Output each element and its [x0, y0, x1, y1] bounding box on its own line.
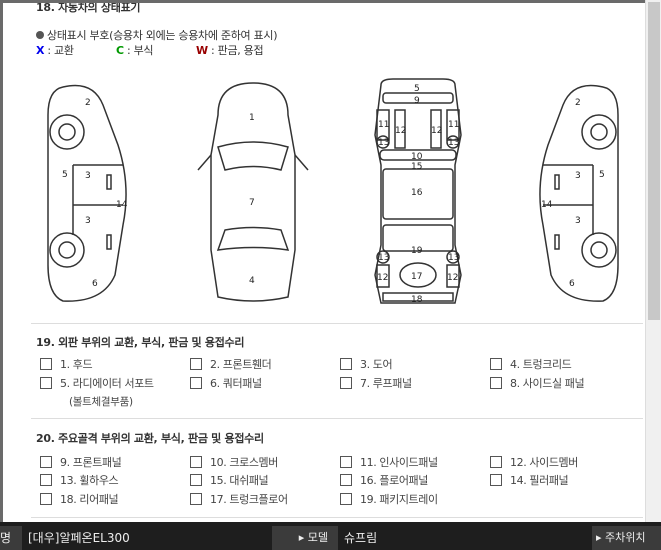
svg-text:10: 10 — [411, 152, 423, 162]
svg-text:16: 16 — [411, 188, 423, 198]
checkbox-trunk-floor[interactable]: 17. 트렁크플로어 — [190, 491, 288, 507]
code-x: X : 교환 — [36, 44, 74, 57]
section-18-title: 18. 자동차의 상태표기 — [36, 1, 141, 14]
divider — [31, 323, 643, 324]
svg-text:3: 3 — [85, 216, 91, 226]
svg-text:12: 12 — [431, 126, 442, 136]
code-c: C : 부식 — [116, 44, 154, 57]
model-label: ▸ 모델 — [272, 526, 338, 550]
checkbox-pillar-panel[interactable]: 14. 필러패널 — [490, 472, 569, 488]
divider — [31, 517, 643, 518]
checkbox-floor-panel[interactable]: 16. 플로어패널 — [340, 472, 428, 488]
svg-text:3: 3 — [85, 171, 91, 181]
top-view: 1 7 4 — [197, 82, 309, 302]
svg-text:13: 13 — [378, 138, 389, 148]
model-name-value: [대우]알페온EL300 — [28, 531, 130, 545]
svg-text:12: 12 — [377, 273, 388, 283]
checkbox-quarter-panel[interactable]: 6. 쿼터패널 — [190, 375, 262, 391]
parking-location-label: ▸ 주차위치 — [592, 526, 661, 550]
scrollbar-thumb[interactable] — [648, 2, 660, 320]
svg-text:18: 18 — [411, 295, 423, 305]
checkbox-rear-panel[interactable]: 18. 리어패널 — [40, 491, 119, 507]
section-20-title: 20. 주요골격 부위의 교환, 부식, 판금 및 용접수리 — [36, 432, 264, 445]
svg-text:5: 5 — [414, 84, 420, 94]
checkbox-side-sill-panel[interactable]: 8. 사이드실 패널 — [490, 375, 585, 391]
svg-text:2: 2 — [85, 98, 91, 108]
svg-text:14: 14 — [116, 200, 128, 210]
document-frame: 18. 자동차의 상태표기 상태표시 부호(승용차 외에는 승용차에 준하여 표… — [0, 0, 645, 522]
svg-text:11: 11 — [378, 120, 389, 130]
svg-text:2: 2 — [575, 98, 581, 108]
bolted-parts-note: (볼트체결부품) — [69, 396, 133, 408]
svg-text:14: 14 — [541, 200, 553, 210]
code-w: W : 판금, 용접 — [196, 44, 264, 57]
svg-text:6: 6 — [569, 279, 575, 289]
svg-text:9: 9 — [414, 96, 420, 106]
checkbox-door[interactable]: 3. 도어 — [340, 356, 393, 372]
checkbox-dash-panel[interactable]: 15. 대쉬패널 — [190, 472, 269, 488]
legend-note: 상태표시 부호(승용차 외에는 승용차에 준하여 표시) — [36, 27, 277, 43]
checkbox-front-fender[interactable]: 2. 프론트휀더 — [190, 356, 272, 372]
checkbox-package-tray[interactable]: 19. 패키지트레이 — [340, 491, 438, 507]
bullet-icon — [36, 31, 44, 39]
svg-text:1: 1 — [249, 113, 255, 123]
svg-text:5: 5 — [599, 170, 605, 180]
svg-text:5: 5 — [62, 170, 68, 180]
bottom-info-bar: 명 [대우]알페온EL300 ▸ 모델 슈프림 ▸ 주차위치 — [0, 522, 661, 550]
svg-text:13: 13 — [448, 138, 459, 148]
checkbox-trunk-lid[interactable]: 4. 트렁크리드 — [490, 356, 572, 372]
model-value: 슈프림 — [344, 531, 378, 545]
svg-text:13: 13 — [448, 253, 459, 263]
svg-text:3: 3 — [575, 171, 581, 181]
checkbox-cross-member[interactable]: 10. 크로스멤버 — [190, 454, 278, 470]
vertical-scrollbar[interactable] — [645, 0, 661, 522]
checkbox-radiator-support[interactable]: 5. 라디에이터 서포트 — [40, 375, 154, 391]
svg-text:7: 7 — [249, 198, 255, 208]
name-label: 명 — [0, 526, 22, 550]
checkbox-side-member[interactable]: 12. 사이드멤버 — [490, 454, 578, 470]
checkbox-inside-panel[interactable]: 11. 인사이드패널 — [340, 454, 438, 470]
svg-text:6: 6 — [92, 279, 98, 289]
section-19-title: 19. 외판 부위의 교환, 부식, 판금 및 용접수리 — [36, 336, 245, 349]
svg-text:11: 11 — [448, 120, 459, 130]
checkbox-roof-panel[interactable]: 7. 루프패널 — [340, 375, 412, 391]
svg-text:12: 12 — [447, 273, 458, 283]
svg-text:15: 15 — [411, 162, 422, 172]
svg-text:4: 4 — [249, 276, 255, 286]
checkbox-wheel-house[interactable]: 13. 휠하우스 — [40, 472, 119, 488]
checkbox-front-panel[interactable]: 9. 프론트패널 — [40, 454, 122, 470]
svg-text:17: 17 — [411, 272, 422, 282]
left-side-view: 2 5 3 3 14 6 — [47, 84, 128, 302]
svg-text:19: 19 — [411, 246, 423, 256]
svg-text:3: 3 — [575, 216, 581, 226]
checkbox-hood[interactable]: 1. 후드 — [40, 356, 93, 372]
svg-text:13: 13 — [378, 253, 389, 263]
right-side-view: 2 5 3 3 14 6 — [539, 84, 619, 302]
divider — [31, 418, 643, 419]
svg-text:12: 12 — [395, 126, 406, 136]
